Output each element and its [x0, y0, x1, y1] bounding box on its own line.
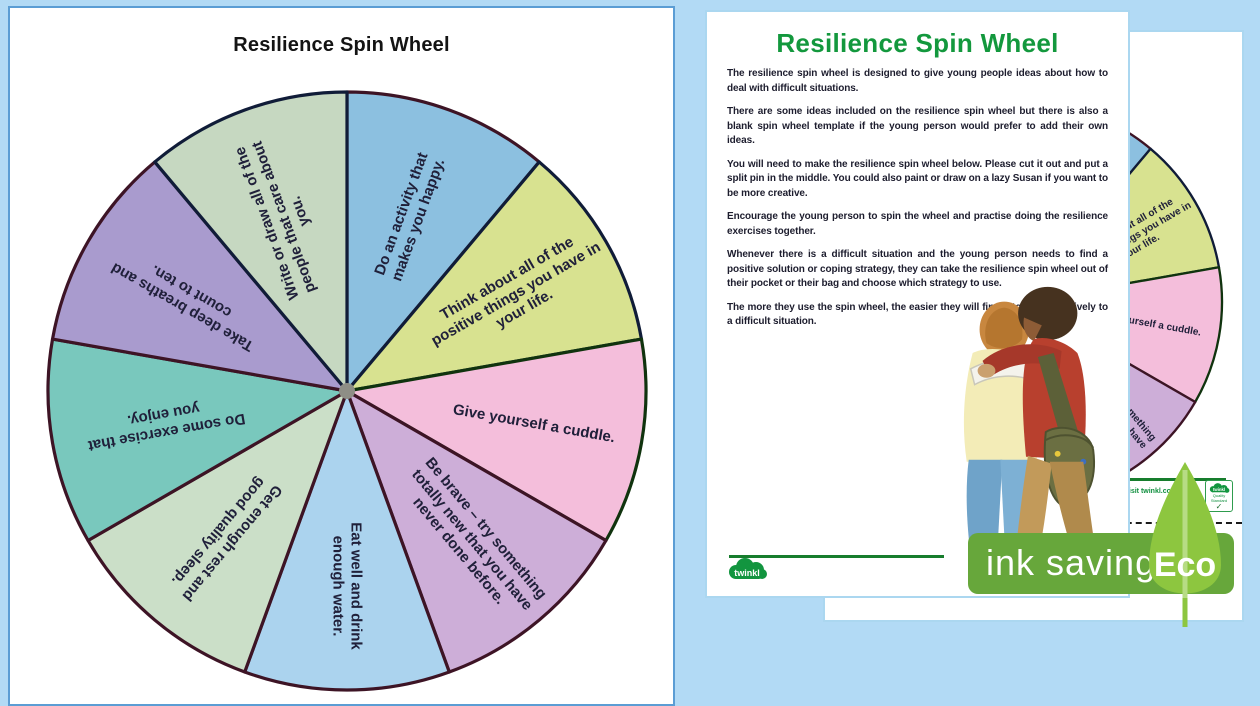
twinkl-logo: twinkl [729, 558, 767, 579]
instructions-page: Resilience Spin Wheel The resilience spi… [705, 10, 1130, 598]
eco-leaf-icon [1149, 462, 1221, 627]
intro-paragraph: The resilience spin wheel is designed to… [727, 68, 1108, 94]
resilience-spin-wheel: Do an activity that makes you happy.Thin… [10, 8, 673, 704]
twinkl-cloud-logo-icon: twinkl [1209, 483, 1230, 493]
wheel-segment [345, 337, 648, 543]
badge-caption: Quality Standard [1210, 493, 1228, 504]
wheel-segment [345, 160, 644, 393]
wheel-preview-page: Resilience Spin Wheel Do an activity tha… [8, 6, 675, 706]
svg-text:twinkl: twinkl [734, 568, 760, 578]
page-title: Resilience Spin Wheel [233, 34, 450, 56]
svg-text:twinkl: twinkl [1213, 487, 1225, 492]
wheel-hub-pin [339, 383, 355, 399]
assembly-paragraph: You will need to make the resilience spi… [727, 158, 1108, 199]
wheel-segment [50, 160, 349, 393]
eco-label: Eco [1153, 546, 1217, 584]
wheel-segment [153, 90, 349, 393]
ideas-paragraph: There are some ideas included on the res… [727, 106, 1108, 146]
ink-saving-label: ink saving [986, 542, 1157, 583]
footer-rule [729, 555, 944, 558]
conclusion-paragraph: The more they use the spin wheel, the ea… [727, 301, 1108, 328]
wheel-segment [345, 90, 541, 393]
wheel-segment [46, 337, 349, 543]
usage-paragraph: Whenever there is a difficult situation … [727, 249, 1108, 289]
practise-paragraph: Encourage the young person to spin the w… [727, 211, 1108, 237]
badge-checkmark-icon: ✓ [1215, 502, 1223, 512]
visit-twinkl-link-text: visit twinkl.com [1125, 488, 1178, 495]
resource-preview: { "page_background": "#b2daf5", "left_pa… [8, 6, 1244, 706]
twinkl-quality-badge: twinkl Quality Standard ✓ [1205, 480, 1233, 512]
page-title: Resilience Spin Wheel [776, 28, 1059, 58]
